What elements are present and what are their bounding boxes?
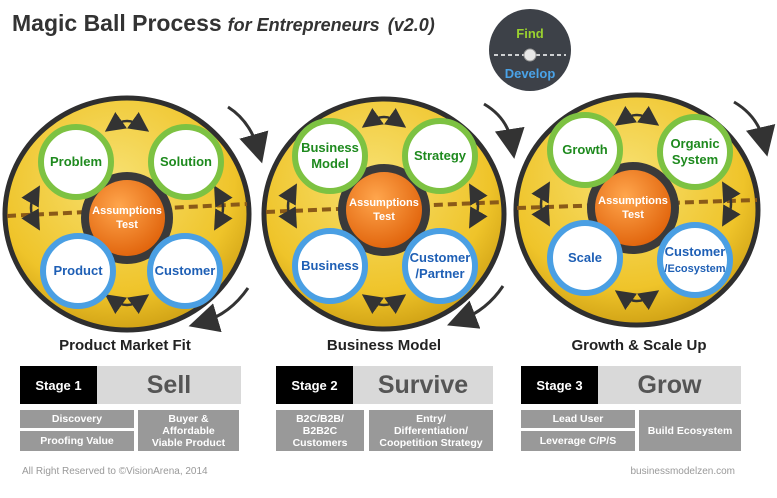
box-line: Coopetition Strategy xyxy=(379,436,483,449)
stage-1-label: Stage 1 xyxy=(20,366,97,404)
outer-arrow-top xyxy=(483,102,525,159)
node-customer-partner xyxy=(402,228,478,304)
outer-arrow-bottom xyxy=(447,285,505,329)
outer-arrow-top xyxy=(227,105,269,164)
node-problem-label: Problem xyxy=(50,154,102,169)
stage-1-word: Sell xyxy=(97,366,241,404)
node-customer-ecosystem xyxy=(657,222,733,298)
title-version: (v2.0) xyxy=(387,15,435,35)
stage-3-word: Grow xyxy=(598,366,741,404)
core-label-line2: Test xyxy=(373,211,395,223)
node-product xyxy=(40,233,116,309)
node-business-label: Business xyxy=(301,258,359,273)
assumptions-test-core xyxy=(89,180,165,256)
node-strategy-label: Strategy xyxy=(414,148,467,163)
badge-find-label: Find xyxy=(516,26,543,41)
box-build-ecosystem: Build Ecosystem xyxy=(639,410,741,451)
panel-growth-scale-up: Assumptions Test Growth Organic System S… xyxy=(513,92,761,328)
panel-3-title: Growth & Scale Up xyxy=(571,337,707,354)
node-business xyxy=(292,228,368,304)
node-scale xyxy=(547,220,623,296)
box-line: Differentiation/ xyxy=(393,424,469,437)
box-line: Affordable xyxy=(162,424,215,437)
node-organic-system-label-line2: System xyxy=(672,152,718,167)
box-customers: B2C/B2B/ B2B2C Customers xyxy=(276,410,364,451)
core-label-line2: Test xyxy=(116,219,138,231)
panel-1-title: Product Market Fit xyxy=(59,337,191,354)
box-line: B2B2C xyxy=(302,424,338,437)
node-customer xyxy=(147,233,223,309)
box-line: Buyer & xyxy=(168,412,209,425)
box-lead-user: Lead User xyxy=(521,410,635,428)
box-line: Customers xyxy=(292,436,348,449)
box-line: Viable Product xyxy=(151,436,226,449)
node-solution xyxy=(148,124,224,200)
panel-2-title: Business Model xyxy=(326,337,442,354)
box-strategy: Entry/ Differentiation/ Coopetition Stra… xyxy=(369,410,493,451)
node-strategy xyxy=(402,118,478,194)
assumptions-test-core xyxy=(346,172,422,248)
node-business-model xyxy=(292,118,368,194)
box-proofing-value: Proofing Value xyxy=(20,431,134,451)
node-organic-system xyxy=(657,114,733,190)
node-growth-label: Growth xyxy=(562,142,608,157)
node-product-label: Product xyxy=(53,263,103,278)
title-subtitle: for Entrepreneurs xyxy=(227,15,380,35)
box-buyer-affordable: Buyer & Affordable Viable Product xyxy=(138,410,239,451)
footer-website: businessmodelzen.com xyxy=(630,466,736,477)
badge-develop-label: Develop xyxy=(505,66,556,81)
panel-product-market-fit: Assumptions Test Problem Solution Produc… xyxy=(2,95,252,333)
core-label-line2: Test xyxy=(622,209,644,221)
stage-2-word: Survive xyxy=(353,366,493,404)
outer-arrow-top xyxy=(733,100,776,157)
node-problem xyxy=(38,124,114,200)
footer-copyright: All Right Reserved to ©VisionArena, 2014 xyxy=(22,466,208,477)
box-discovery: Discovery xyxy=(20,410,134,428)
node-growth xyxy=(547,112,623,188)
find-develop-badge: Find Develop xyxy=(489,9,571,91)
stage-3-label: Stage 3 xyxy=(521,366,598,404)
core-label-line1: Assumptions xyxy=(92,205,162,217)
node-customer-partner-label-line1: Customer xyxy=(410,250,471,265)
node-customer-label: Customer xyxy=(155,263,216,278)
node-customer-partner-label-line2: /Partner xyxy=(415,266,464,281)
outer-arrow-bottom xyxy=(188,287,250,333)
stage-2-label: Stage 2 xyxy=(276,366,353,404)
node-business-model-label-line2: Model xyxy=(311,156,349,171)
node-customer-ecosystem-label-line1: Customer xyxy=(665,244,726,259)
node-solution-label: Solution xyxy=(160,154,212,169)
panel-business-model: Assumptions Test Business Model Strategy… xyxy=(261,96,507,332)
core-label-line1: Assumptions xyxy=(598,195,668,207)
core-label-line1: Assumptions xyxy=(349,197,419,209)
node-scale-label: Scale xyxy=(568,250,602,265)
node-organic-system-label-line1: Organic xyxy=(670,136,719,151)
box-line: B2C/B2B/ xyxy=(296,412,344,425)
assumptions-test-core xyxy=(595,170,671,246)
box-leverage: Leverage C/P/S xyxy=(521,431,635,451)
node-customer-ecosystem-label-line2: /Ecosystem xyxy=(664,263,725,275)
box-line: Entry/ xyxy=(416,412,446,425)
title-main: Magic Ball Process xyxy=(12,10,222,36)
node-business-model-label-line1: Business xyxy=(301,140,359,155)
